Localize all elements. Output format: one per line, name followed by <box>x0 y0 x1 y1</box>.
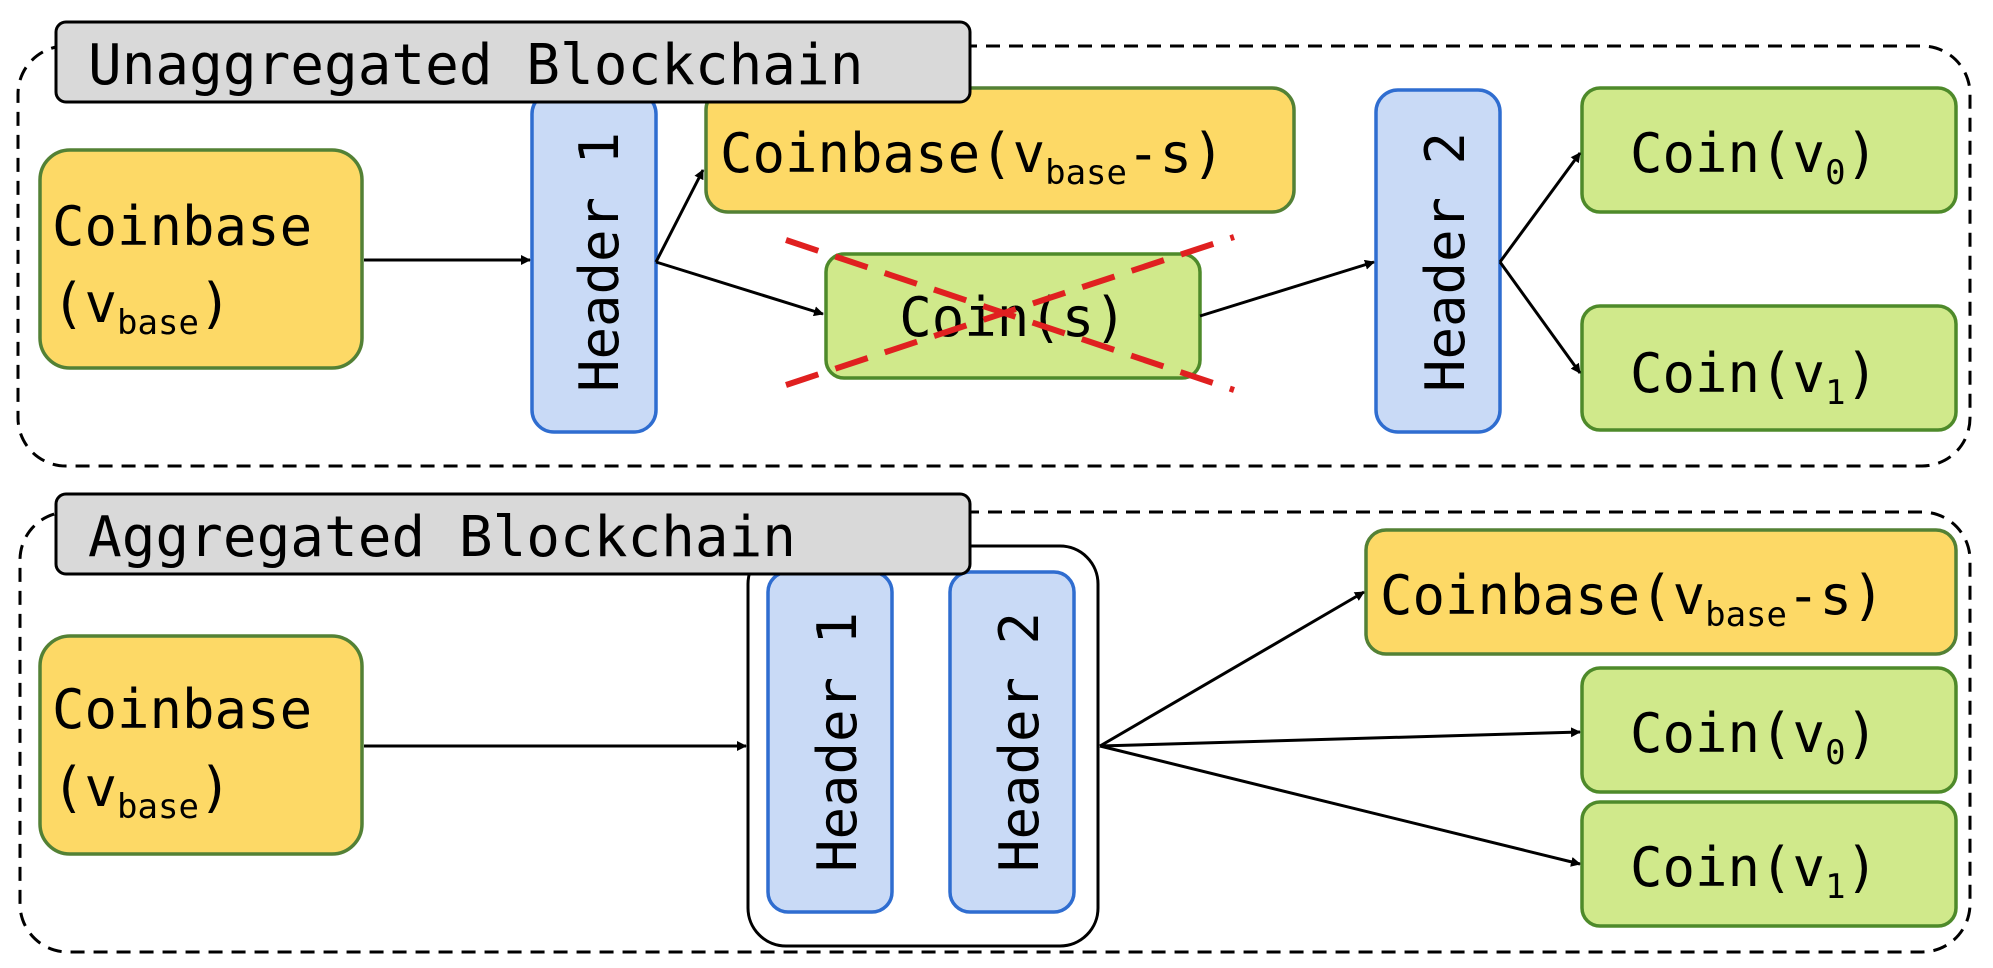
bottom-coinbase-value: (vbase) <box>52 756 231 827</box>
top-header-2-label: Header 2 <box>1414 132 1477 392</box>
bottom-coin-v0-box <box>1580 666 1958 794</box>
unaggregated-title-box <box>54 20 972 104</box>
top-coin-v0-label: Coin(v0) <box>1630 122 1878 193</box>
bottom-coinbase-change-label: Coinbase(vbase-s) <box>1380 564 1885 635</box>
bottom-header-2-box <box>948 570 1076 914</box>
top-coin-v1-box <box>1580 304 1958 432</box>
cross-out-line-2 <box>785 234 1235 388</box>
top-coinbase-label: Coinbase <box>52 195 312 258</box>
top-arrow-header1-to-coin-s <box>655 260 824 317</box>
bottom-coinbase-label: Coinbase <box>52 678 312 741</box>
top-header-1-label: Header 1 <box>568 132 631 392</box>
bottom-arrow-headers-to-coin-v0 <box>1099 727 1581 748</box>
top-arrow-header2-to-coin-v1 <box>1498 261 1582 374</box>
top-coinbase-value: (vbase) <box>52 272 231 343</box>
aggregated-panel-border <box>18 510 1972 954</box>
top-coinbase-change-label: Coinbase(vbase-s) <box>720 122 1225 193</box>
top-arrow-coin-s-to-header2 <box>1199 259 1375 318</box>
bottom-coinbase-box <box>38 634 364 856</box>
aggregated-panel: Coinbase (vbase) Header 1 Header 2 Coinb… <box>18 492 1972 954</box>
cross-out-line-1 <box>785 237 1235 393</box>
top-arrow-header1-to-coinbase-change <box>654 169 705 263</box>
top-coinbase-change-box <box>704 86 1296 214</box>
bottom-coinbase-change-box <box>1364 528 1958 656</box>
aggregated-title-box <box>54 492 972 576</box>
unaggregated-panel-border <box>16 44 1972 468</box>
top-coinbase-box <box>38 148 364 370</box>
bottom-coin-v1-box <box>1580 800 1958 928</box>
bottom-header-2-label: Header 2 <box>988 612 1051 872</box>
bottom-coin-v1-label: Coin(v1) <box>1630 836 1878 907</box>
bottom-arrow-headers-to-coin-v1 <box>1099 744 1581 867</box>
top-coin-v0-box <box>1580 86 1958 214</box>
bottom-arrow-headers-to-coinbase-change <box>1099 590 1365 748</box>
unaggregated-panel: Coinbase (vbase) Header 1 Coinbase(vbase… <box>16 20 1972 468</box>
unaggregated-title: Unaggregated Blockchain <box>88 33 863 98</box>
top-arrow-header2-to-coin-v0 <box>1498 152 1582 263</box>
aggregated-title: Aggregated Blockchain <box>88 505 796 570</box>
bottom-header-1-label: Header 1 <box>806 612 869 872</box>
top-coin-v1-label: Coin(v1) <box>1630 342 1878 413</box>
bottom-coin-v0-label: Coin(v0) <box>1630 702 1878 773</box>
